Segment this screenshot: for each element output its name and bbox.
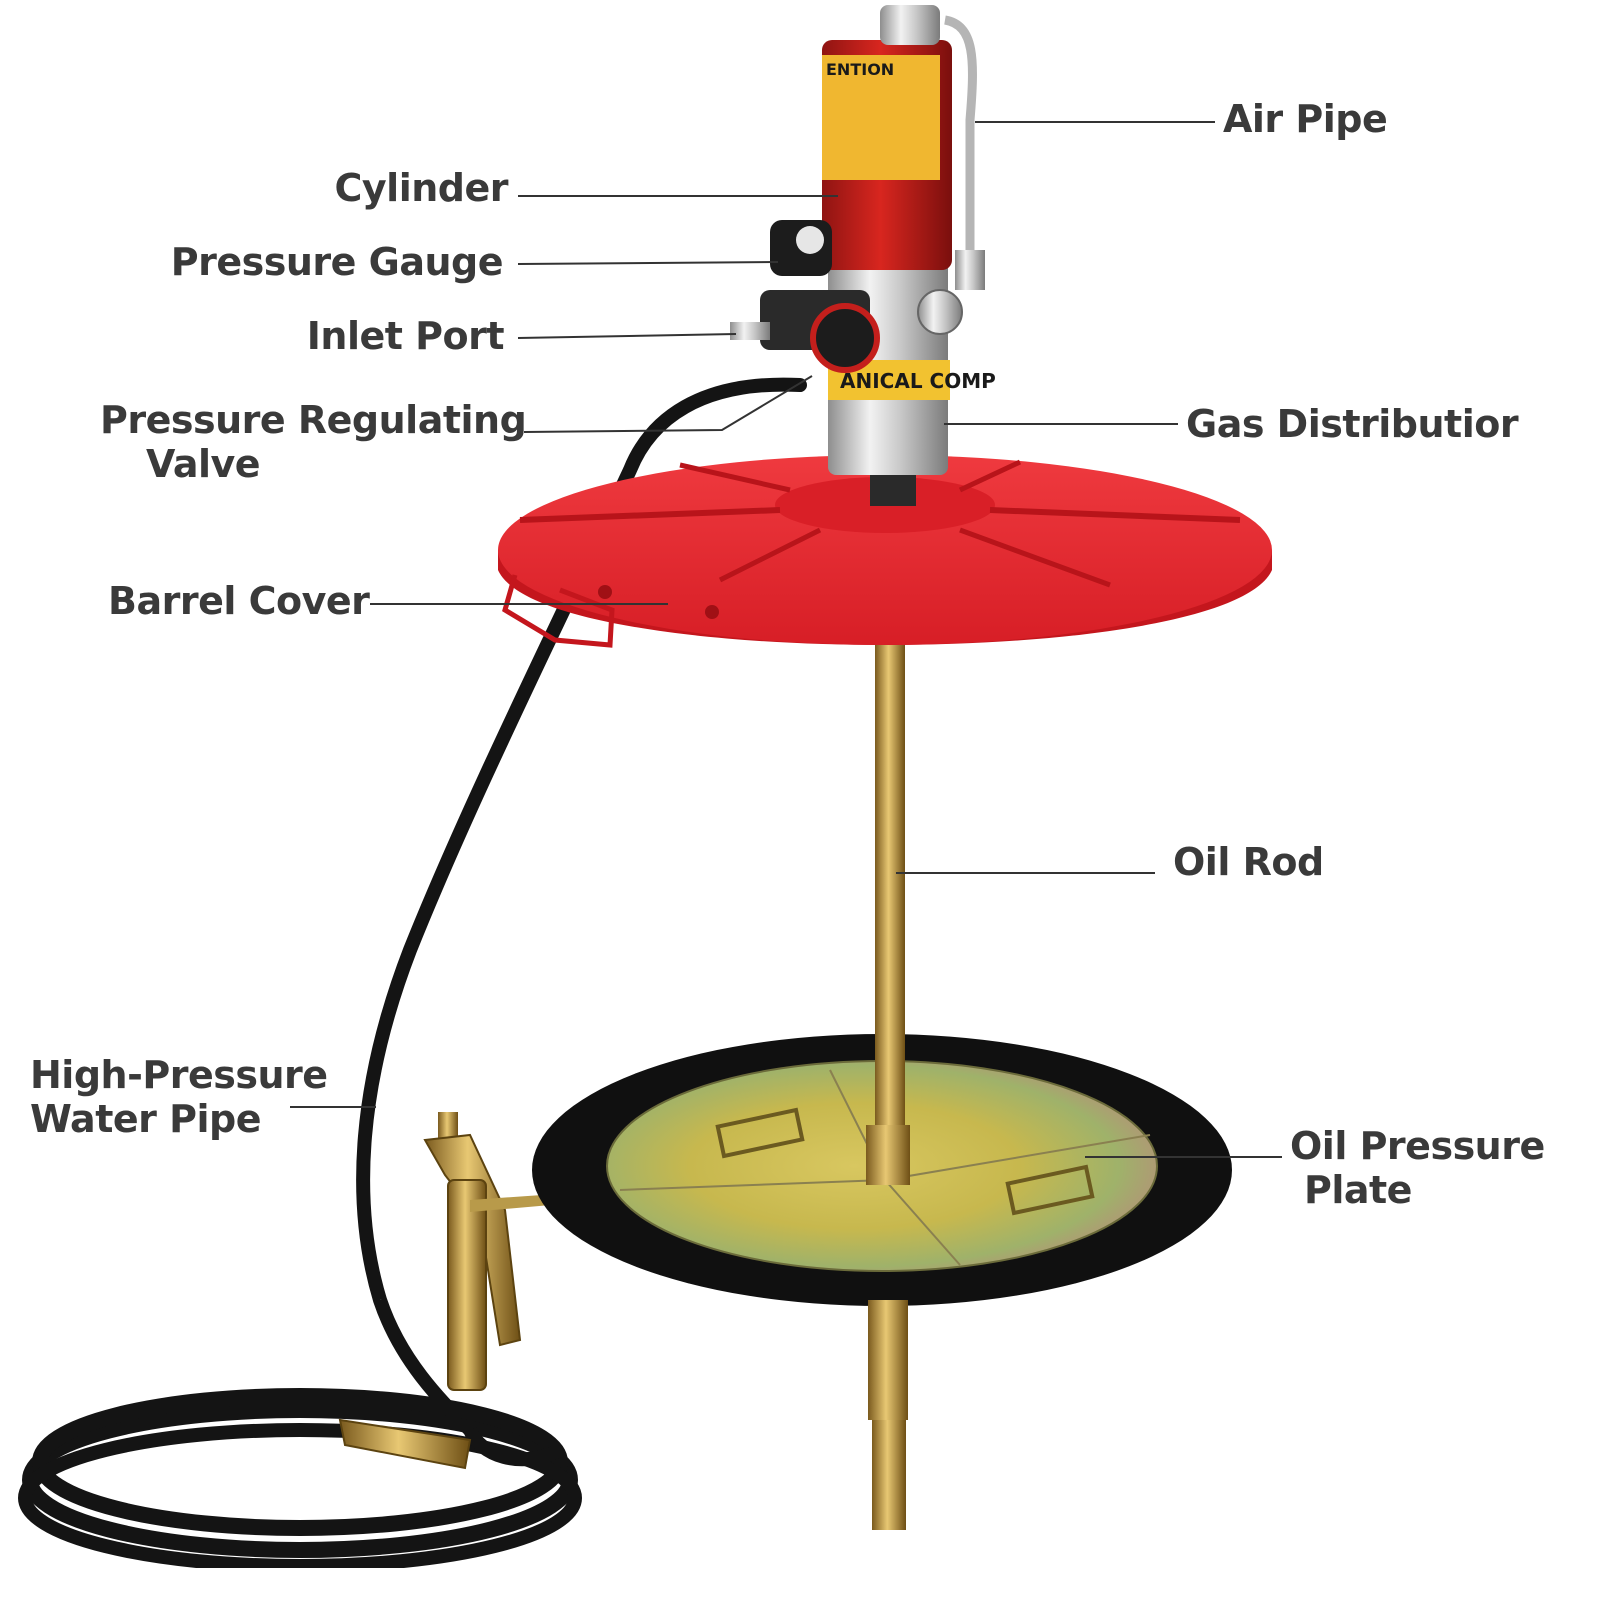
hose (18, 377, 807, 1568)
label-barrel-cover: Barrel Cover (108, 579, 370, 623)
label-oil-pressure-plate-line1: Oil Pressure (1290, 1124, 1545, 1168)
label-pressure-regulating-valve-line2: Valve (146, 442, 261, 486)
diagram: ANICAL COMP ENTION (18, 5, 1545, 1568)
label-high-pressure-water-pipe: High-Pressure Water Pipe (30, 1053, 328, 1141)
label-pressure-regulating-valve-line1: Pressure Regulating (100, 398, 527, 442)
grease-pump-illustration: ANICAL COMP ENTION (18, 5, 1282, 1568)
collar-sticker-text: ANICAL COMP (840, 369, 996, 393)
label-gas-distributor: Gas Distributior (1186, 402, 1519, 446)
label-high-pressure-water-pipe-line2: Water Pipe (30, 1097, 261, 1141)
label-inlet-port: Inlet Port (306, 314, 505, 358)
label-pressure-regulating-valve: Pressure Regulating Valve (100, 398, 527, 486)
label-oil-rod: Oil Rod (1173, 840, 1324, 884)
label-air-pipe: Air Pipe (1223, 97, 1388, 141)
label-cylinder: Cylinder (334, 166, 509, 210)
leader-pressure-gauge (517, 261, 779, 265)
pump-drawing: ANICAL COMP ENTION (730, 5, 996, 506)
cylinder-sticker-text: ENTION (826, 60, 894, 79)
label-high-pressure-water-pipe-line1: High-Pressure (30, 1053, 328, 1097)
leader-lines (290, 121, 1282, 1158)
leader-inlet-port (517, 333, 737, 339)
leader-pressure-regulating-valve (523, 375, 813, 433)
barrel-cover-drawing (498, 455, 1272, 648)
label-oil-pressure-plate-line2: Plate (1304, 1168, 1412, 1212)
label-oil-pressure-plate: Oil Pressure Plate (1290, 1124, 1545, 1212)
label-pressure-gauge: Pressure Gauge (170, 240, 504, 284)
oil-rod-drawing (866, 630, 910, 1530)
